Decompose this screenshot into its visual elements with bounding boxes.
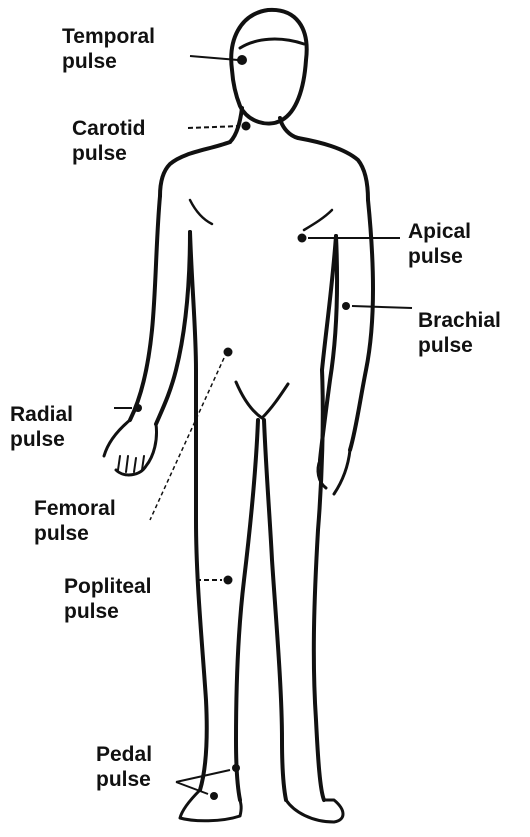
temporal-pulse-label: Temporal pulse <box>62 24 155 74</box>
left-hand <box>104 420 157 475</box>
neck-left <box>230 108 242 142</box>
hair-line <box>240 39 304 48</box>
neck-right <box>280 118 298 138</box>
apical-point <box>298 234 307 243</box>
radial-pulse-label: Radial pulse <box>10 402 73 452</box>
left-arm-inner <box>156 232 190 424</box>
pedal-pulse-label: Pedal pulse <box>96 742 152 792</box>
left-leg-inner <box>236 420 258 800</box>
brachial-leader <box>352 306 412 308</box>
left-arm-outer <box>130 196 160 420</box>
chest-right-mark <box>304 210 332 230</box>
carotid-leader <box>188 126 240 128</box>
radial-point <box>134 404 142 412</box>
popliteal-point <box>224 576 233 585</box>
femoral-pulse-label: Femoral pulse <box>34 496 116 546</box>
apical-pulse-label: Apical pulse <box>408 219 471 269</box>
pedal-point-lower <box>210 792 218 800</box>
brachial-point <box>342 302 350 310</box>
femoral-leader <box>150 358 224 520</box>
shoulder-left <box>160 142 230 196</box>
torso-left <box>190 232 196 370</box>
right-leg-outer <box>314 370 324 800</box>
femoral-point <box>224 348 233 357</box>
right-foot <box>286 800 343 822</box>
popliteal-pulse-label: Popliteal pulse <box>64 574 152 624</box>
groin <box>236 382 288 418</box>
left-fingers <box>118 456 144 472</box>
shoulder-right <box>298 138 368 200</box>
temporal-point <box>237 55 247 65</box>
pedal-point-upper <box>232 764 240 772</box>
brachial-pulse-label: Brachial pulse <box>418 308 501 358</box>
carotid-pulse-label: Carotid pulse <box>72 116 146 166</box>
carotid-point <box>242 122 251 131</box>
chest-left-mark <box>190 200 212 224</box>
right-leg-inner <box>264 420 286 800</box>
